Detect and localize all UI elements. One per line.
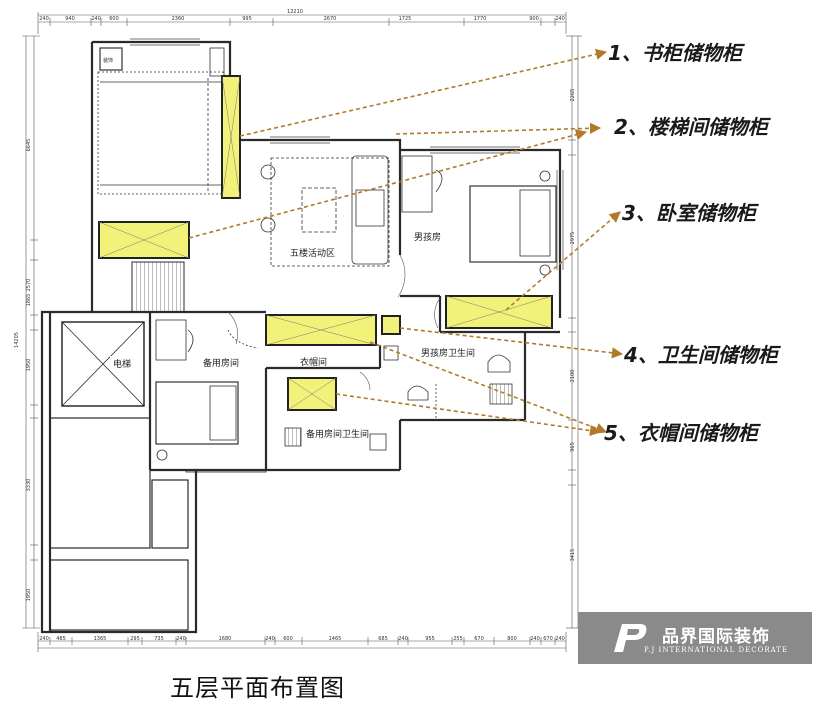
callout-5: 5、衣帽间储物柜	[604, 421, 762, 445]
dim-label: 735	[154, 636, 164, 642]
room-label-elevator: 电梯	[113, 358, 131, 370]
dim-label: 485	[56, 636, 66, 642]
dim-label: 240	[530, 636, 540, 642]
spare-room-furniture	[155, 319, 259, 461]
dim-label: 240	[555, 16, 565, 22]
dim-label: 2670	[324, 16, 337, 22]
dim-label: 240	[91, 16, 101, 22]
activity-furniture	[260, 155, 390, 267]
dim-label: 1770	[474, 16, 487, 22]
dim-label: 1680	[219, 636, 232, 642]
dim-label: 295	[130, 636, 140, 642]
arrow-5a	[369, 341, 608, 434]
leader-arrows	[188, 48, 624, 437]
dim-label: 940	[65, 16, 75, 22]
left-dimension-chain	[22, 35, 40, 629]
dim-label: 685	[378, 636, 388, 642]
bottom-dimension-labels: 240 485 1365 295 735 240 1680 240 600 14…	[39, 636, 565, 642]
top-dimension-chain	[37, 12, 567, 34]
callout-4: 4、卫生间储物柜	[623, 343, 782, 367]
callout-2: 2、楼梯间储物柜	[614, 115, 772, 139]
dim-label: 1865	[26, 294, 32, 307]
dim-label: 965	[570, 442, 576, 452]
dim-label: 995	[242, 16, 252, 22]
dim-label: 1465	[329, 636, 342, 642]
svg-text:装饰: 装饰	[103, 57, 113, 64]
left-dimension-labels: 6645 2570 1865 1950 3330 1950	[26, 139, 32, 602]
bathroom-fixtures	[284, 345, 513, 451]
dim-label: 6645	[26, 139, 32, 152]
dim-label: 900	[529, 16, 539, 22]
room-label-boy-bath: 男孩房卫生间	[421, 347, 475, 359]
dim-label: 240	[398, 636, 408, 642]
left-total-dimension: 14205	[14, 332, 20, 348]
dim-label: 670	[543, 636, 553, 642]
dim-label: 2570	[26, 279, 32, 292]
dim-label: 670	[474, 636, 484, 642]
arrow-2a	[395, 122, 602, 135]
dim-label: 255	[453, 636, 463, 642]
arrow-4	[399, 327, 624, 359]
room-label-spare-room: 备用房间	[203, 357, 239, 369]
right-dimension-labels: 2265 2975 2100 965 3415	[570, 89, 576, 562]
plan-title: 五层平面布置图	[170, 674, 345, 702]
logo-english-name: P.J INTERNATIONAL DECORATE	[644, 646, 789, 654]
room-label-cloakroom: 衣帽间	[300, 356, 327, 368]
boy-room-furniture	[401, 155, 557, 276]
callout-3: 3、卧室储物柜	[622, 201, 760, 225]
dim-label: 800	[507, 636, 517, 642]
right-dimension-chain	[566, 35, 582, 629]
doors	[227, 254, 441, 391]
dim-label: 3330	[26, 479, 32, 492]
dim-label: 1950	[26, 359, 32, 372]
dim-label: 1365	[94, 636, 107, 642]
logo-chinese-name: 品界国际装饰	[662, 627, 770, 647]
study-furniture: 装饰	[97, 47, 225, 195]
dim-label: 240	[39, 636, 49, 642]
dim-label: 240	[555, 636, 565, 642]
top-total-dimension: 12210	[287, 9, 303, 15]
top-dimension-labels: 240 940 240 600 2360 995 2670 1725 1770 …	[39, 16, 565, 22]
dim-label: 3415	[570, 549, 576, 562]
bottom-dimension-chain	[37, 632, 567, 652]
dim-label: 240	[265, 636, 275, 642]
dim-label: 1725	[399, 16, 412, 22]
dim-label: 600	[109, 16, 119, 22]
cabinet-4-bathroom	[381, 315, 401, 335]
dim-label: 2360	[172, 16, 185, 22]
dim-label: 240	[176, 636, 186, 642]
dim-label: 955	[425, 636, 435, 642]
windows	[130, 38, 564, 270]
dim-label: 600	[283, 636, 293, 642]
callout-1: 1、书柜储物柜	[608, 41, 746, 65]
arrow-1	[239, 48, 608, 137]
storage-cabinets	[98, 75, 553, 411]
pj-logo-mark-icon	[614, 624, 647, 652]
dim-label: 2975	[570, 232, 576, 245]
room-label-boy-room: 男孩房	[414, 231, 441, 243]
dim-label: 2265	[570, 89, 576, 102]
dim-label: 240	[39, 16, 49, 22]
dim-label: 2100	[570, 370, 576, 383]
elevator	[61, 321, 145, 407]
arrow-2b	[188, 129, 588, 239]
room-label-spare-bath: 备用房间卫生间	[306, 428, 369, 440]
walls	[40, 40, 562, 634]
dim-label: 1950	[26, 589, 32, 602]
arrow-5b	[335, 393, 602, 437]
room-label-activity: 五楼活动区	[290, 247, 335, 259]
company-logo-panel	[578, 612, 812, 664]
